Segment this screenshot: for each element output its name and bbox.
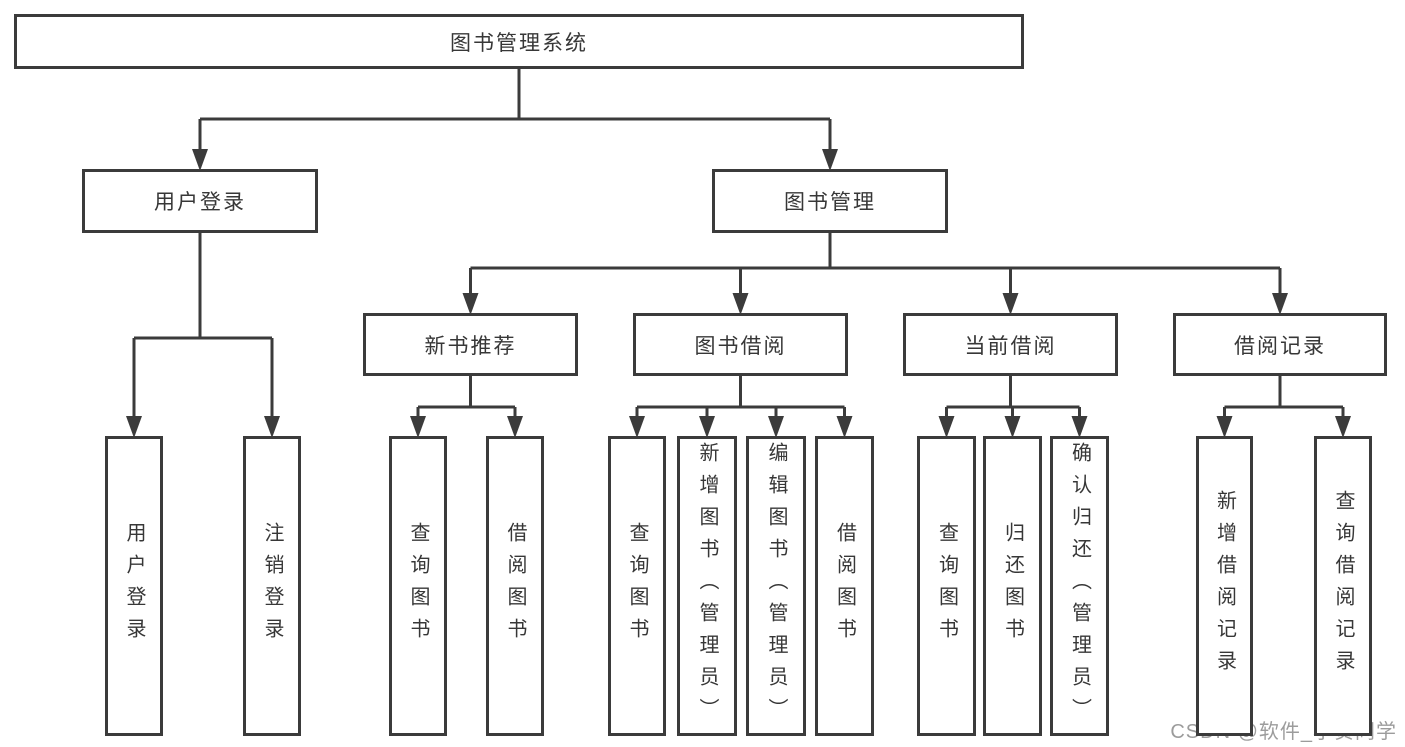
- node-bor-add-books: 新增图书（管理员）: [677, 436, 737, 736]
- node-label: 借阅记录: [1234, 334, 1326, 358]
- arrow-down-icon: [1004, 416, 1021, 438]
- node-label: 借阅图书: [504, 522, 526, 650]
- arrow-down-icon: [836, 416, 853, 438]
- arrow-down-icon: [629, 416, 645, 438]
- node-label: 图书借阅: [694, 334, 787, 358]
- node-bor-borrow-books: 借阅图书: [815, 436, 874, 736]
- arrow-down-icon: [699, 416, 715, 438]
- node-label: 编辑图书（管理员）: [765, 442, 787, 730]
- arrow-down-icon: [1272, 293, 1288, 315]
- node-rec-borrow-books: 借阅图书: [486, 436, 544, 736]
- node-label: 查询图书: [935, 522, 958, 650]
- arrow-down-icon: [822, 149, 838, 171]
- node-label: 查询图书: [407, 522, 429, 650]
- node-borrowing-records: 借阅记录: [1173, 313, 1387, 376]
- arrow-down-icon: [1335, 416, 1351, 438]
- arrow-down-icon: [1002, 293, 1019, 315]
- node-leaf-user-login: 用户登录: [105, 436, 163, 736]
- node-label: 用户登录: [154, 191, 246, 214]
- node-book-management: 图书管理: [712, 169, 948, 233]
- node-label: 注销登录: [261, 522, 283, 650]
- arrow-down-icon: [1216, 416, 1233, 438]
- node-label: 借阅图书: [833, 522, 856, 650]
- node-label: 归还图书: [1001, 522, 1024, 650]
- node-rcd-query-record: 查询借阅记录: [1314, 436, 1372, 736]
- node-label: 新增图书（管理员）: [696, 442, 718, 730]
- node-cur-confirm-return: 确认归还（管理员）: [1050, 436, 1109, 736]
- arrow-down-icon: [732, 293, 749, 315]
- node-bor-query-books: 查询图书: [608, 436, 666, 736]
- node-new-book-recommend: 新书推荐: [363, 313, 578, 376]
- node-label: 图书管理系统: [450, 31, 588, 55]
- node-label: 新书推荐: [424, 334, 517, 358]
- arrow-down-icon: [768, 416, 784, 438]
- node-leaf-logout: 注销登录: [243, 436, 301, 736]
- arrow-down-icon: [126, 416, 142, 438]
- arrow-down-icon: [462, 293, 479, 315]
- node-user-login: 用户登录: [82, 169, 318, 233]
- node-rcd-add-record: 新增借阅记录: [1196, 436, 1253, 736]
- node-book-borrowing: 图书借阅: [633, 313, 848, 376]
- arrow-down-icon: [938, 416, 955, 438]
- arrow-down-icon: [507, 416, 523, 438]
- node-root: 图书管理系统: [14, 14, 1024, 69]
- node-bor-edit-books: 编辑图书（管理员）: [746, 436, 806, 736]
- node-label: 确认归还（管理员）: [1068, 442, 1091, 730]
- arrow-down-icon: [264, 416, 280, 438]
- node-current-borrowing: 当前借阅: [903, 313, 1118, 376]
- node-cur-query-books: 查询图书: [917, 436, 976, 736]
- node-rec-query-books: 查询图书: [389, 436, 447, 736]
- node-cur-return-books: 归还图书: [983, 436, 1042, 736]
- arrow-down-icon: [410, 416, 426, 438]
- arrow-down-icon: [192, 149, 208, 171]
- node-label: 用户登录: [123, 522, 145, 650]
- node-label: 查询图书: [626, 522, 648, 650]
- node-label: 当前借阅: [964, 334, 1057, 358]
- node-label: 查询借阅记录: [1332, 490, 1354, 682]
- arrow-down-icon: [1071, 416, 1088, 438]
- node-label: 新增借阅记录: [1213, 490, 1236, 682]
- node-label: 图书管理: [784, 191, 876, 214]
